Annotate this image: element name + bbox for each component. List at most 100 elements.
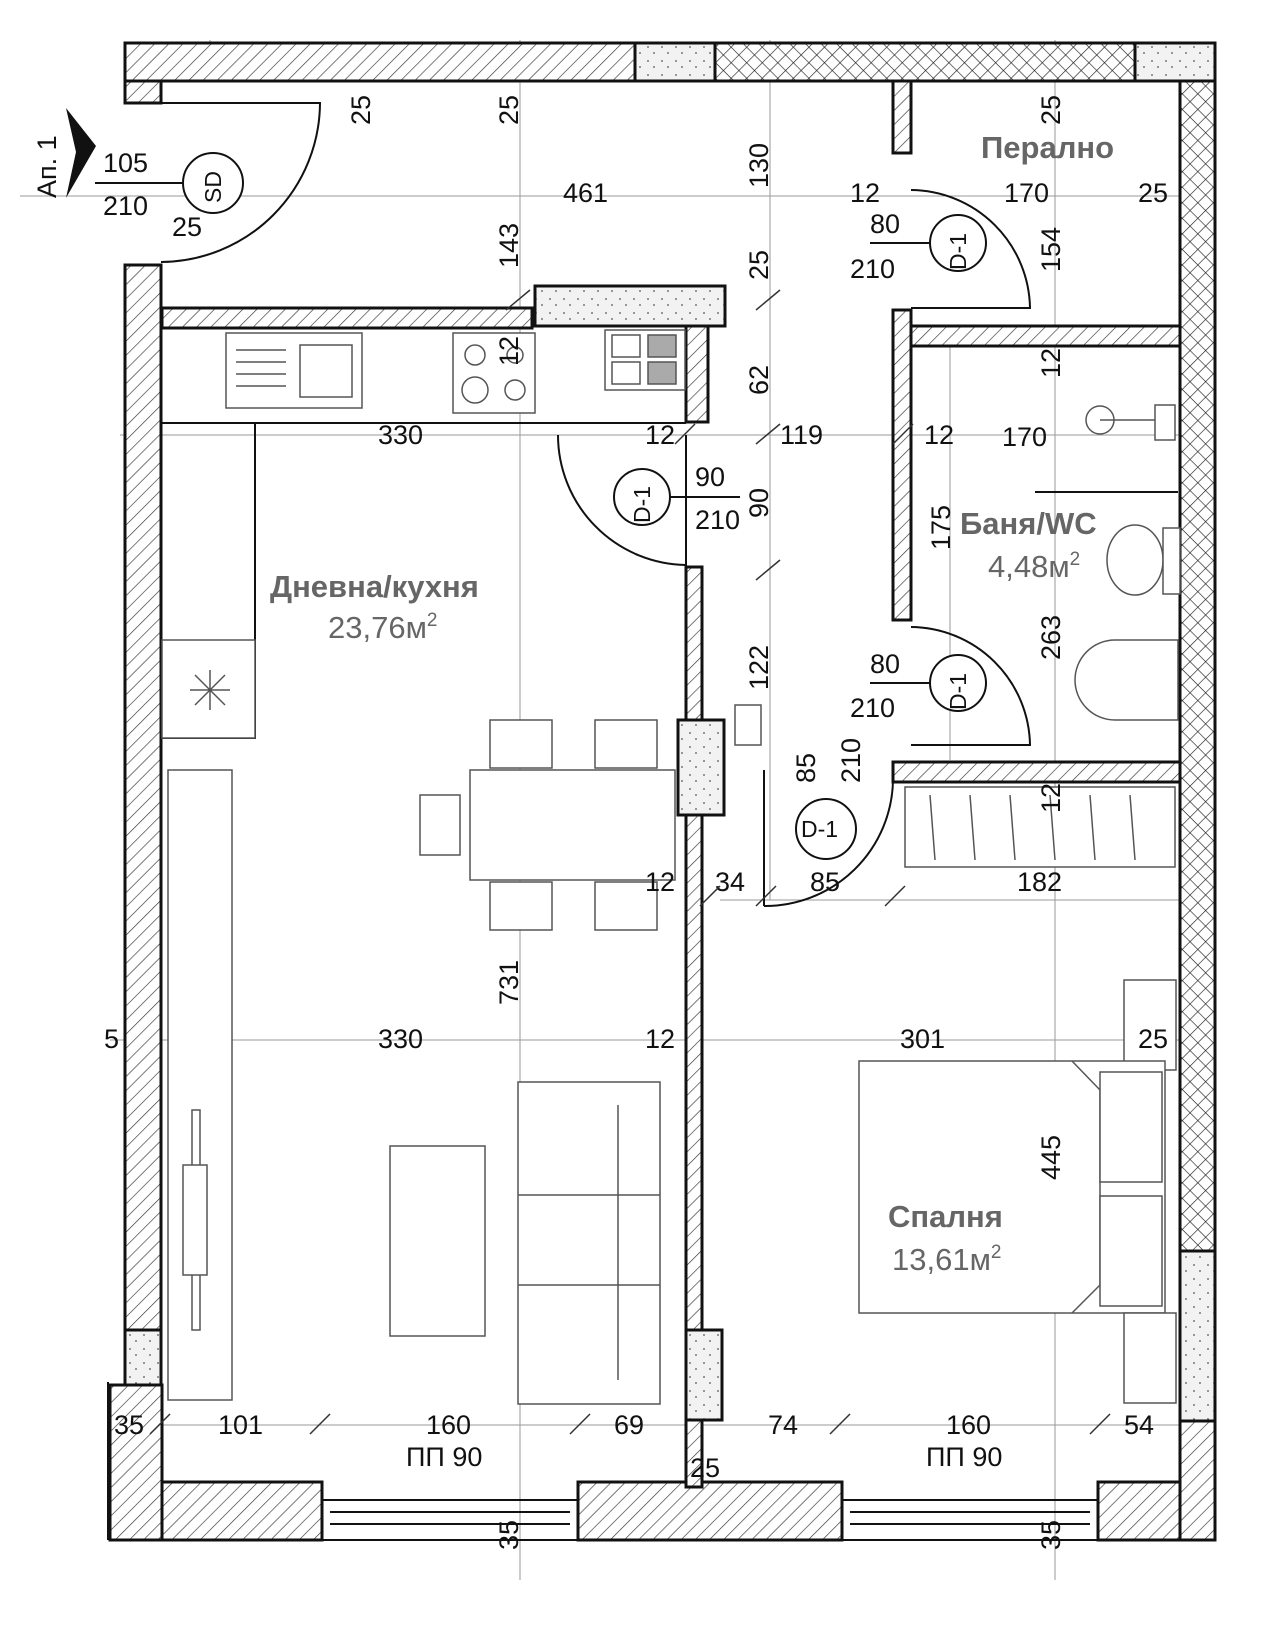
svg-text:85: 85 <box>810 867 840 897</box>
coffee-table <box>389 1145 486 1337</box>
door-height-entry: 210 <box>103 191 148 221</box>
svg-text:25: 25 <box>494 95 524 125</box>
svg-text:12: 12 <box>494 336 524 366</box>
room-name-laundry: Перално <box>981 130 1114 165</box>
door-height-bath: 210 <box>850 693 895 723</box>
svg-text:25: 25 <box>690 1453 720 1483</box>
svg-text:170: 170 <box>1004 178 1049 208</box>
wall-left-bottom <box>108 1383 164 1542</box>
room-area-bath: 4,48м2 <box>988 549 1080 584</box>
svg-text:130: 130 <box>744 143 774 188</box>
svg-text:170: 170 <box>1002 422 1047 452</box>
kitchen <box>161 329 686 739</box>
room-area-bedroom: 13,61м2 <box>892 1242 1001 1277</box>
svg-text:12: 12 <box>924 420 954 450</box>
wall-left-top <box>123 79 163 105</box>
svg-text:154: 154 <box>1036 227 1066 272</box>
door-height-kitchen: 210 <box>695 505 740 535</box>
window-label-living: ПП 90 <box>406 1442 482 1472</box>
door-tag-entry: SD <box>200 171 226 203</box>
svg-text:263: 263 <box>1036 615 1066 660</box>
svg-text:731: 731 <box>494 960 524 1005</box>
door-tag-kitchen: D-1 <box>629 486 655 523</box>
svg-text:25: 25 <box>172 212 202 242</box>
room-labels: Дневна/кухня 23,76м2 Баня/WC 4,48м2 Пера… <box>270 130 1114 1472</box>
washbasin-icon <box>1074 639 1179 721</box>
room-area-living: 23,76м2 <box>328 610 437 645</box>
svg-text:175: 175 <box>926 505 956 550</box>
wall-kitchen-right <box>684 324 710 424</box>
room-name-living: Дневна/кухня <box>270 569 479 604</box>
svg-text:122: 122 <box>744 645 774 690</box>
svg-text:12: 12 <box>645 1024 675 1054</box>
wall-kitchen-top <box>160 306 534 330</box>
door-tag-laundry: D-1 <box>945 233 971 270</box>
door-swing-bedroom <box>763 770 894 908</box>
door-width-kitchen: 90 <box>695 462 725 492</box>
svg-text:90: 90 <box>744 488 774 518</box>
svg-text:54: 54 <box>1124 1410 1154 1440</box>
svg-text:160: 160 <box>426 1410 471 1440</box>
door-width-bedroom: 85 <box>791 753 821 783</box>
svg-text:330: 330 <box>378 420 423 450</box>
door-swing-kitchen <box>557 434 687 567</box>
door-swing-laundry <box>910 189 1032 309</box>
svg-text:12: 12 <box>850 178 880 208</box>
door-width-laundry: 80 <box>870 209 900 239</box>
svg-text:25: 25 <box>346 95 376 125</box>
column-right <box>1178 1249 1217 1423</box>
living-furniture <box>167 719 676 1405</box>
door-swing-entry <box>160 102 322 263</box>
svg-text:25: 25 <box>1036 95 1066 125</box>
chair <box>419 794 461 856</box>
door-width-bath: 80 <box>870 649 900 679</box>
svg-text:461: 461 <box>563 178 608 208</box>
door-height-bedroom: 210 <box>836 738 866 783</box>
svg-text:74: 74 <box>768 1410 798 1440</box>
wall-right <box>1178 79 1217 1253</box>
svg-text:25: 25 <box>744 250 774 280</box>
wall-left <box>123 263 163 1332</box>
wall-bath-left <box>891 308 913 622</box>
window-label-bedroom: ПП 90 <box>926 1442 1002 1472</box>
wall-bath-bottom <box>891 760 1182 784</box>
dimension-ticks <box>149 289 1111 1435</box>
toilet-icon <box>1106 524 1164 596</box>
apartment-label: Ап. 1 <box>32 135 62 198</box>
wall-bottom-2 <box>576 1480 844 1542</box>
wall-top-right <box>713 41 1137 83</box>
column-top-right <box>1133 41 1217 83</box>
svg-text:25: 25 <box>1138 178 1168 208</box>
svg-text:69: 69 <box>614 1410 644 1440</box>
windows <box>107 1382 1099 1541</box>
svg-text:34: 34 <box>715 867 745 897</box>
dining-table <box>469 769 676 881</box>
door-height-laundry: 210 <box>850 254 895 284</box>
svg-text:330: 330 <box>378 1024 423 1054</box>
svg-text:301: 301 <box>900 1024 945 1054</box>
boiler-icon <box>734 704 762 746</box>
arrow-icon <box>66 108 96 198</box>
room-name-bath: Баня/WC <box>960 506 1097 541</box>
door-tags: SD 105 210 D-1 80 210 D-1 90 210 D-1 80 … <box>95 148 987 860</box>
column-bottom-middle <box>684 1328 724 1422</box>
walls <box>108 41 1217 1542</box>
door-tag-bedroom: D-1 <box>801 816 838 842</box>
svg-text:12: 12 <box>645 867 675 897</box>
svg-text:25: 25 <box>1138 1024 1168 1054</box>
bath-fixtures <box>734 404 1181 868</box>
chimney-block <box>533 284 727 328</box>
wall-bottom-1 <box>160 1480 324 1542</box>
room-name-bedroom: Спалня <box>888 1199 1003 1234</box>
door-tag-bath: D-1 <box>945 673 971 710</box>
wall-bath-top <box>909 324 1182 348</box>
svg-text:12: 12 <box>645 420 675 450</box>
svg-text:143: 143 <box>494 223 524 268</box>
svg-text:182: 182 <box>1017 867 1062 897</box>
wall-top-left <box>123 41 637 83</box>
svg-text:35: 35 <box>494 1520 524 1550</box>
door-swing-bath <box>910 626 1032 746</box>
svg-text:160: 160 <box>946 1410 991 1440</box>
svg-text:62: 62 <box>744 365 774 395</box>
